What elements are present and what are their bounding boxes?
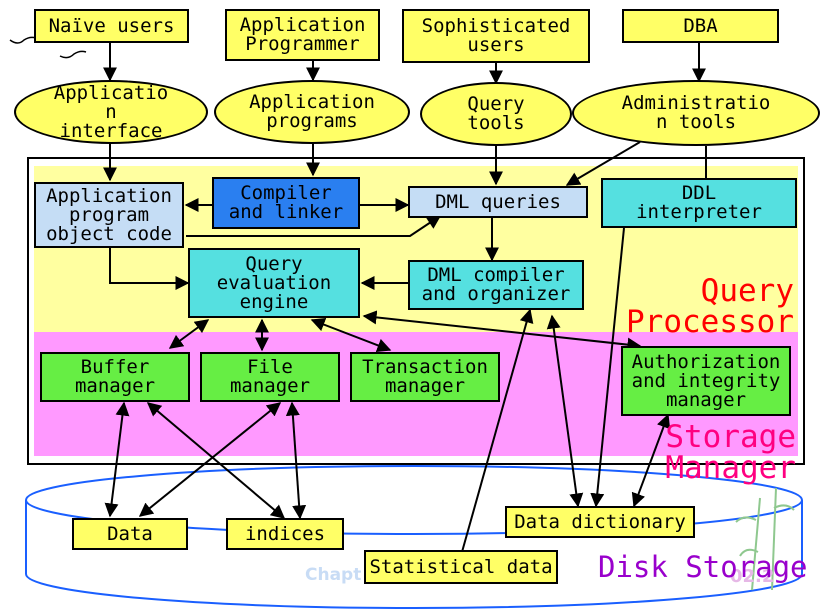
query-tools-oval: Query tools: [420, 82, 572, 146]
bird-decoration: [9, 36, 87, 59]
dml-queries-box: DML queries: [408, 186, 588, 218]
compiler-linker-box: Compiler and linker: [212, 177, 360, 229]
query-processor-label: Query Processor: [626, 273, 794, 340]
indices-box: indices: [226, 518, 344, 550]
disk-storage-label: Disk Storage: [598, 550, 808, 584]
application-object-code-box: Application program object code: [34, 182, 184, 248]
bamboo-decoration: [735, 487, 795, 591]
authorization-integrity-manager-box: Authorization and integrity manager: [621, 346, 791, 416]
application-programs-oval: Application programs: [214, 80, 410, 144]
storage-manager-label: Storage Manager: [665, 419, 796, 486]
connector-lines: [103, 43, 707, 553]
data-dictionary-box: Data dictionary: [505, 506, 695, 538]
chapter-watermark: Chapt: [305, 565, 362, 585]
transaction-manager-box: Transaction manager: [350, 352, 500, 402]
query-evaluation-engine-box: Query evaluation engine: [188, 248, 360, 318]
administration-tools-oval: Administratio n tools: [572, 80, 820, 146]
sophisticated-users-box: Sophisticated users: [402, 9, 590, 63]
data-box: Data: [72, 518, 188, 550]
dba-box: DBA: [622, 9, 779, 43]
buffer-manager-box: Buffer manager: [40, 352, 190, 402]
ddl-interpreter-box: DDL interpreter: [601, 178, 797, 228]
application-programmer-box: Application Programmer: [225, 9, 380, 61]
page-number: 02.2: [730, 566, 775, 587]
file-manager-box: File manager: [200, 352, 340, 402]
application-interface-oval: Applicatio n interface: [14, 80, 208, 144]
statistical-data-box: Statistical data: [364, 550, 558, 584]
dml-compiler-box: DML compiler and organizer: [408, 260, 584, 310]
naive-users-box: Naïve users: [34, 9, 189, 43]
